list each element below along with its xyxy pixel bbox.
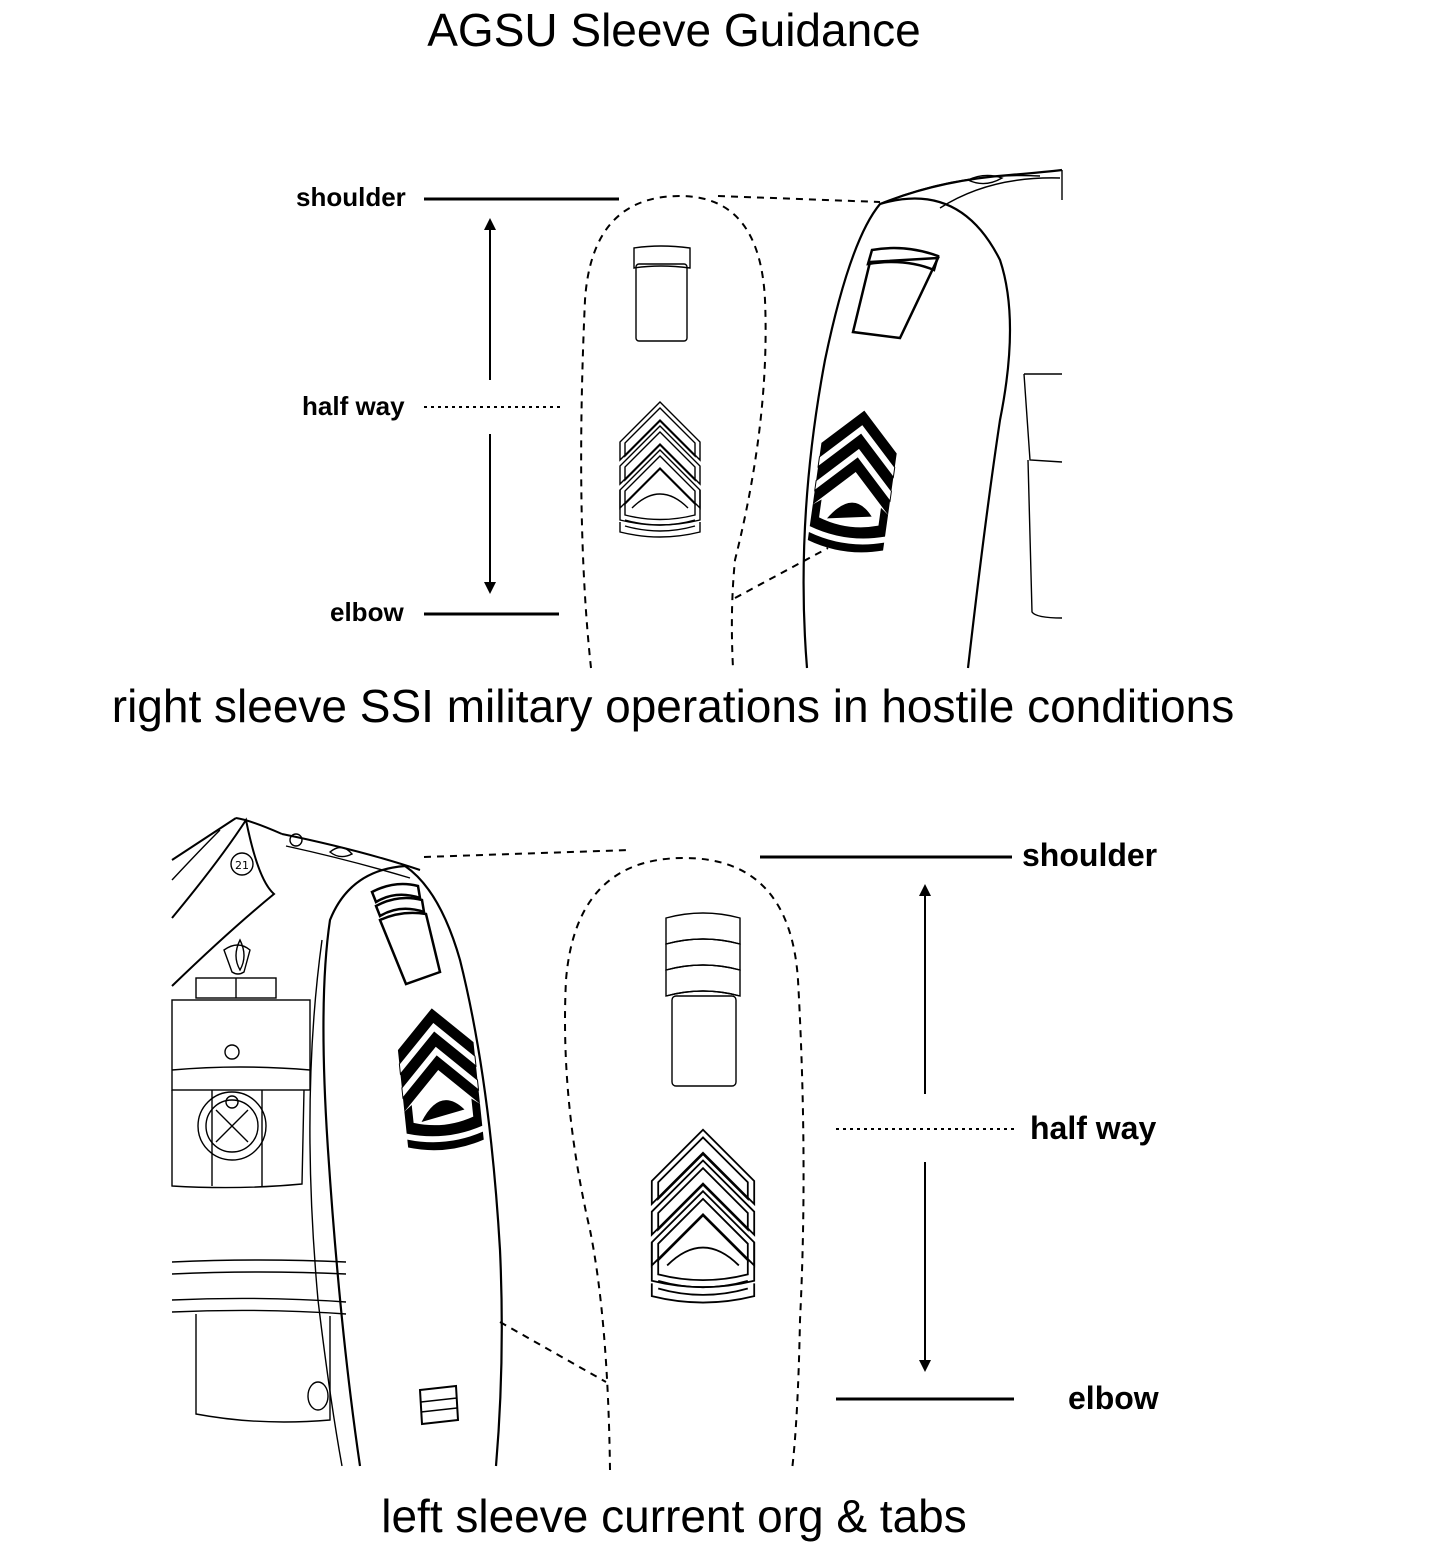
- left-sleeve-section: 21: [171, 817, 1159, 1542]
- left-elbow-label: elbow: [1068, 1380, 1159, 1416]
- right-sleeve-section: shoulder half way elbow: [112, 168, 1234, 732]
- sergeant-first-class-chevron-icon-arm: [393, 1003, 485, 1155]
- right-elbow-label: elbow: [330, 597, 404, 627]
- svg-text:21: 21: [235, 859, 249, 872]
- right-sleeve-detail-outline: [580, 194, 767, 669]
- left-halfway-label: half way: [1030, 1110, 1156, 1146]
- right-arm-figure: [802, 168, 1063, 669]
- right-shoulder-label: shoulder: [296, 182, 406, 212]
- sergeant-first-class-chevron-icon: [650, 1128, 756, 1304]
- sergeant-first-class-chevron-icon: [619, 401, 701, 538]
- left-arm-figure: 21: [171, 817, 503, 1467]
- detail-tabs: [665, 912, 741, 1087]
- left-sleeve-detail-outline: [564, 856, 805, 1471]
- service-stripe-icon: [418, 1384, 460, 1426]
- tab-icon: [370, 882, 442, 986]
- right-sleeve-caption: right sleeve SSI military operations in …: [112, 680, 1234, 732]
- right-halfway-label: half way: [302, 391, 405, 421]
- unit-patch-icon: [633, 245, 691, 342]
- page-title: AGSU Sleeve Guidance: [427, 4, 921, 56]
- left-sleeve-caption: left sleeve current org & tabs: [381, 1490, 967, 1542]
- sergeant-first-class-chevron-icon-arm: [806, 404, 903, 557]
- left-shoulder-label: shoulder: [1022, 837, 1157, 873]
- drill-sergeant-badge-icon: [197, 1091, 267, 1161]
